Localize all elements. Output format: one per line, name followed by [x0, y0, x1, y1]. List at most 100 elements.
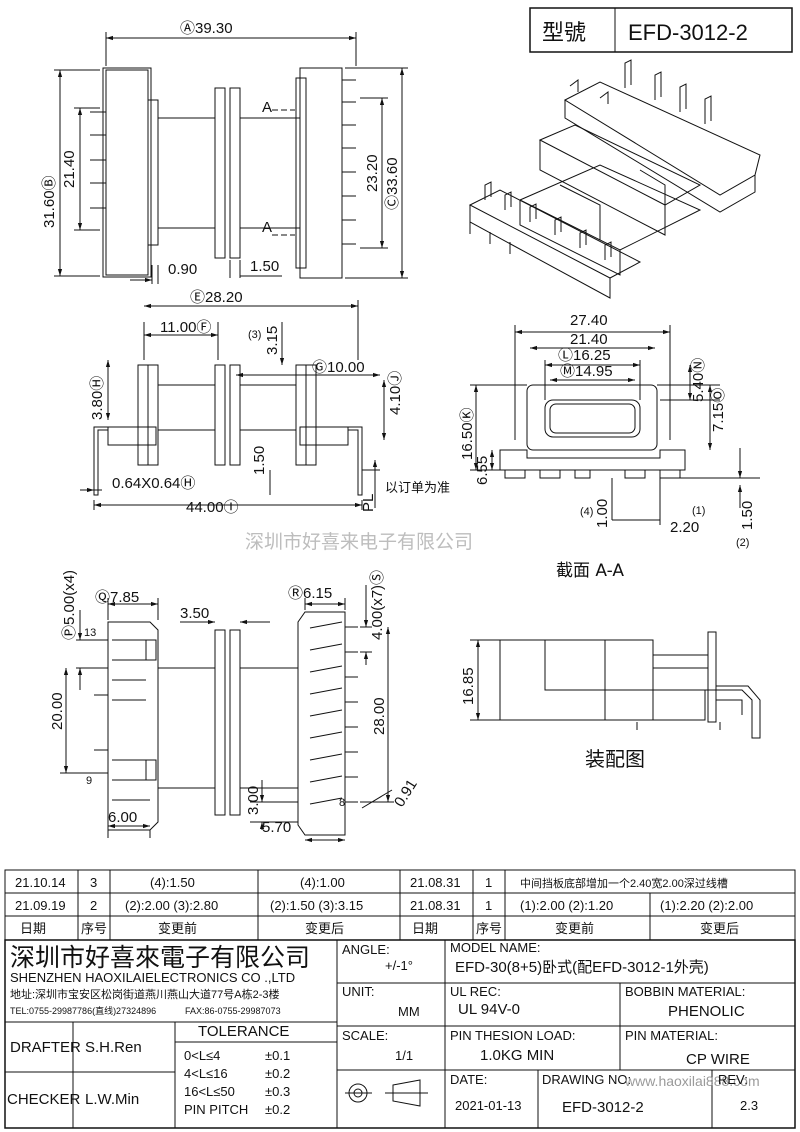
rev-h-after2: 变更后 — [700, 921, 739, 936]
model-value: EFD-3012-2 — [628, 20, 748, 45]
top-view-left-pins — [90, 111, 106, 209]
dim-l: Ⓛ16.25 — [558, 347, 611, 364]
note-4: (4) — [580, 506, 593, 518]
model-label: 型號 — [542, 20, 586, 45]
dim-c: Ⓒ33.60 — [384, 157, 401, 210]
rev-r1-date: 21.10.14 — [15, 875, 66, 890]
scale-label: SCALE: — [342, 1028, 388, 1043]
rev-r2-seq: 2 — [90, 898, 97, 913]
dim-1685: 16.85 — [460, 667, 477, 705]
pin-9: 9 — [86, 775, 92, 787]
tol-r4-val: ±0.2 — [265, 1102, 290, 1117]
ul-value: UL 94V-0 — [458, 1001, 520, 1018]
dim-m: Ⓜ14.95 — [560, 363, 613, 380]
section-title: 截面 A-A — [556, 561, 624, 581]
dim-mid: 23.20 — [364, 154, 381, 192]
dim-150-top: 1.50 — [250, 258, 279, 275]
ul-label: UL REC: — [450, 984, 501, 999]
company-tel: TEL:0755-29987786(直线)27324896 — [10, 1005, 156, 1016]
assembly-title: 装配图 — [585, 747, 645, 771]
dim-k: 16.50Ⓚ — [459, 407, 476, 460]
dim-n: 5.40Ⓝ — [690, 358, 707, 402]
dim-570: 5.70 — [262, 819, 291, 836]
dim-150-section: 1.50 — [739, 501, 756, 530]
tol-r2-val: ±0.2 — [265, 1066, 290, 1081]
top-view-right-pins — [342, 79, 356, 245]
tol-r3-val: ±0.3 — [265, 1084, 290, 1099]
assembly-view — [470, 631, 761, 739]
website: www.haoxilai888.com — [624, 1073, 760, 1089]
rev-r1-note: 中间挡板底部增加一个2.40宽2.00深过线槽 — [520, 876, 728, 890]
note-2: (2) — [736, 537, 749, 549]
rev-r1-seq2: 1 — [485, 875, 492, 890]
watermark: 深圳市好喜来电子有限公司 — [245, 531, 473, 553]
unit-value: MM — [398, 1004, 420, 1019]
dim-s: 4.00(x7)Ⓢ — [369, 570, 386, 640]
bottom-view — [60, 585, 394, 843]
company-address: 地址:深圳市宝安区松岗街道燕川燕山大道77号A栋2-3楼 — [10, 987, 280, 1001]
title-block — [4, 939, 796, 1129]
tol-r4-range: PIN PITCH — [184, 1102, 248, 1117]
company-fax: FAX:86-0755-29987073 — [185, 1006, 281, 1016]
dim-total: 44.00Ⓘ — [186, 499, 239, 516]
dim-pin: 0.64X0.64Ⓗ — [112, 475, 195, 492]
pl-note: 以订单为准 — [385, 480, 450, 495]
rev-r2-date: 21.09.19 — [15, 898, 66, 913]
scale-value: 1/1 — [395, 1048, 413, 1063]
rev-r1-after: (4):1.00 — [300, 875, 345, 890]
rev-r1-seq: 3 — [90, 875, 97, 890]
dim-g: Ⓖ10.00 — [312, 359, 365, 376]
dim-655: 6.55 — [474, 456, 491, 485]
dim-380: 3.80Ⓗ — [89, 376, 106, 420]
dim-091: 0.91 — [391, 776, 421, 810]
section-mark-a-top: A — [262, 99, 272, 116]
pin-load-label: PIN THESION LOAD: — [450, 1028, 575, 1043]
dim-2140: 21.40 — [570, 331, 608, 348]
rev-h-seq: 序号 — [81, 921, 107, 936]
rev-h-before: 变更前 — [158, 921, 197, 936]
dim-e: Ⓔ28.20 — [190, 289, 243, 306]
dim-100: 1.00 — [594, 499, 611, 528]
bobbin-value: PHENOLIC — [668, 1003, 745, 1020]
rev-value: 2.3 — [740, 1098, 758, 1113]
bottom-view-left-pins — [94, 639, 108, 774]
rev-h-before2: 变更前 — [555, 921, 594, 936]
rev-h-date: 日期 — [20, 921, 46, 936]
pin-mat-value: CP WIRE — [686, 1051, 750, 1068]
dim-150-side: 1.50 — [251, 446, 268, 475]
company-cn: 深圳市好喜來電子有限公司 — [10, 943, 310, 972]
dim-inner: 21.40 — [61, 150, 78, 188]
dim-090: 0.90 — [168, 261, 197, 278]
rev-r1-before: (4):1.50 — [150, 875, 195, 890]
rev-r2-seq2: 1 — [485, 898, 492, 913]
rev-r2-after2: (1):2.20 (2):2.00 — [660, 898, 753, 913]
dim-2740: 27.40 — [570, 312, 608, 329]
dim-600: 6.00 — [108, 809, 137, 826]
rev-r1-date2: 21.08.31 — [410, 875, 461, 890]
model-name-label: MODEL NAME: — [450, 940, 541, 955]
dim-a: Ⓐ39.30 — [180, 20, 233, 37]
rev-h-seq2: 序号 — [476, 921, 502, 936]
tolerance-title: TOLERANCE — [198, 1023, 289, 1040]
pin-8: 8 — [339, 797, 345, 809]
rev-label: REV: — [718, 1072, 748, 1087]
drafter-value: S.H.Ren — [85, 1039, 142, 1056]
dim-315-note: (3) — [248, 329, 261, 341]
drafter-label: DRAFTER — [10, 1039, 81, 1056]
tol-r3-range: 16<L≤50 — [184, 1084, 235, 1099]
date-value: 2021-01-13 — [455, 1098, 522, 1113]
rev-h-after: 变更后 — [305, 921, 344, 936]
dim-315: 3.15 — [264, 326, 281, 355]
isometric-view — [468, 59, 761, 299]
section-mark-a-bottom: A — [262, 219, 272, 236]
dim-q: Ⓠ7.85 — [95, 589, 139, 606]
dim-300: 3.00 — [245, 786, 262, 815]
dim-220: 2.20 — [670, 519, 699, 536]
angle-value: +/-1° — [385, 958, 413, 973]
checker-value: L.W.Min — [85, 1091, 139, 1108]
unit-label: UNIT: — [342, 984, 375, 999]
company-en: SHENZHEN HAOXILAIELECTRONICS CO .,LTD — [10, 970, 295, 985]
rev-h-date2: 日期 — [412, 921, 438, 936]
rev-r2-after: (2):1.50 (3):3.15 — [270, 898, 363, 913]
